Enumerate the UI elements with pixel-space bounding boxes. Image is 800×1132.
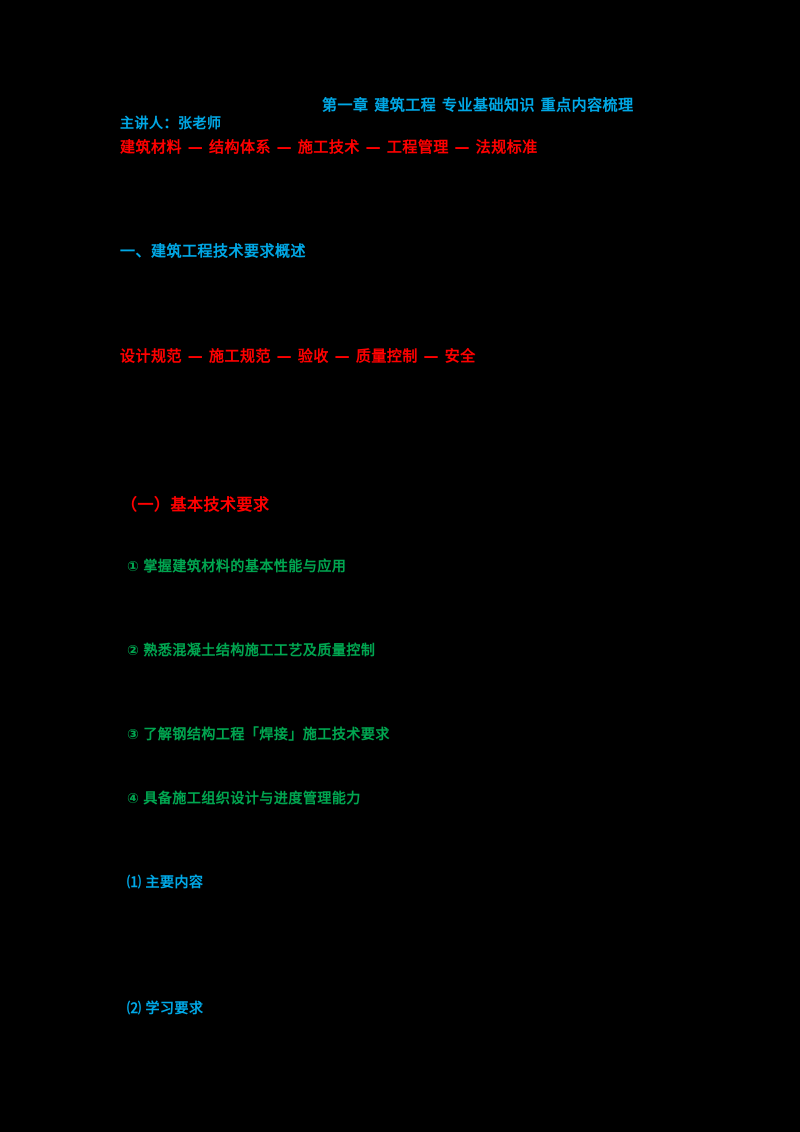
document-author: 主讲人：张老师 bbox=[120, 116, 222, 132]
list-marker-icon: ③ bbox=[127, 727, 140, 743]
section-overview-heading: 一、建筑工程技术要求概述 bbox=[120, 242, 307, 260]
page-title: 第一章 建筑工程 专业基础知识 重点内容梳理 bbox=[322, 96, 634, 114]
list-marker-icon: ② bbox=[127, 643, 140, 659]
list-item-label: 学习要求 bbox=[145, 1001, 204, 1017]
section-heading-one: （一）基本技术要求 bbox=[121, 495, 270, 514]
list-marker-icon: ⑵ bbox=[127, 1001, 142, 1017]
document-subtitle-secondary: 设计规范 — 施工规范 — 验收 — 质量控制 — 安全 bbox=[120, 347, 476, 365]
list-marker-icon: ④ bbox=[127, 791, 140, 807]
list-item-label: 掌握建筑材料的基本性能与应用 bbox=[143, 559, 347, 575]
list-item: ⑴主要内容 bbox=[127, 875, 204, 891]
list-item-label: 熟悉混凝土结构施工工艺及质量控制 bbox=[143, 643, 376, 659]
list-item-label: 了解钢结构工程「焊接」施工技术要求 bbox=[143, 727, 390, 743]
list-item-label: 具备施工组织设计与进度管理能力 bbox=[143, 791, 361, 807]
list-marker-icon: ① bbox=[127, 559, 140, 575]
list-item: ⑵学习要求 bbox=[127, 1001, 204, 1017]
list-item-label: 主要内容 bbox=[145, 875, 204, 891]
document-subtitle-primary: 建筑材料 — 结构体系 — 施工技术 — 工程管理 — 法规标准 bbox=[120, 138, 538, 156]
list-marker-icon: ⑴ bbox=[127, 875, 142, 891]
